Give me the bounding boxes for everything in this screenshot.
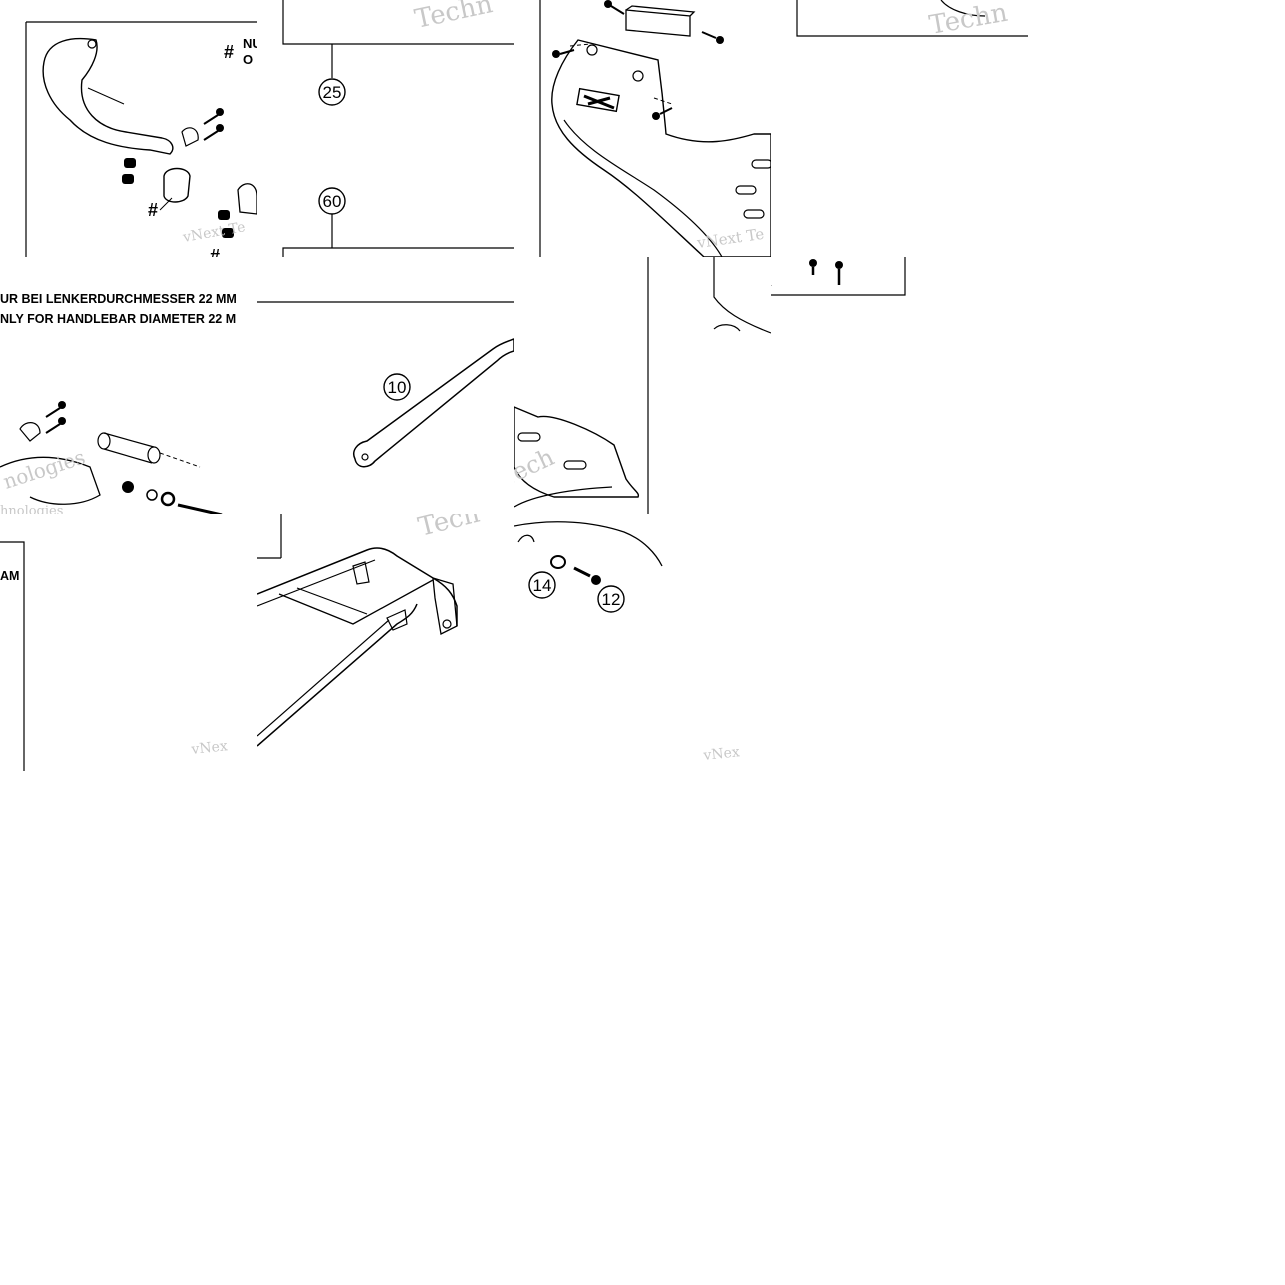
diagram-tile-fender-rear: Tech (771, 257, 1028, 514)
rack-plate-drawing: Tech (514, 257, 771, 514)
svg-text:12: 12 (602, 590, 621, 609)
hash-marker: # (148, 200, 158, 220)
handlebar-clamp (163, 167, 191, 203)
note-fragment-de: NU (243, 36, 257, 51)
bolt-icon (809, 259, 843, 285)
fender-drawing: vNext Te (539, 0, 771, 257)
fender-panel (551, 39, 771, 257)
watermark-text: hnologies (0, 504, 63, 514)
nut-icon (122, 158, 234, 238)
corner-drawing: Techn (796, 0, 1028, 41)
diagram-tile-lower-left: AM vNex (0, 514, 257, 771)
watermark-text: Tech (415, 514, 483, 543)
mount-bracket (625, 5, 696, 37)
bar-end-tube (97, 432, 161, 464)
watermark-text: Techn (412, 0, 496, 35)
vent-slot (735, 159, 771, 219)
watermark-text: Tech (514, 443, 558, 493)
logo-decal (576, 87, 620, 113)
hash-marker: # (224, 42, 234, 62)
bolt-icon (45, 401, 66, 434)
watermark-text: vNex (702, 744, 741, 764)
watermark-text: nologies (0, 445, 88, 494)
rack-drawing: Tech (257, 514, 483, 747)
diagram-tile-fasteners: 14 12 vNex (514, 514, 771, 771)
note-fragment-am: AM (0, 569, 19, 583)
diagram-tile-rack-bar: 10 (257, 257, 514, 514)
handguard-shell (42, 37, 174, 155)
fender-rear-drawing: Tech (771, 257, 906, 296)
watermark-text: Techn (927, 0, 1010, 41)
diagram-tile-handlebar: UR BEI LENKERDURCHMESSER 22 MM NLY FOR H… (0, 257, 257, 514)
bolt-icon (203, 108, 224, 141)
handlebar-note-de: UR BEI LENKERDURCHMESSER 22 MM (0, 292, 237, 306)
svg-text:60: 60 (323, 192, 342, 211)
diagram-tile-rack: Tech (257, 514, 514, 771)
callout-60: 60 (318, 187, 346, 215)
diagram-tile-rack-plate: Tech (514, 257, 771, 514)
handlebar-note-en: NLY FOR HANDLEBAR DIAMETER 22 M (0, 312, 236, 326)
rack-bar (353, 338, 514, 468)
diagram-tile-callouts: 25 60 Techn (257, 0, 514, 257)
lower-left-drawing: AM vNex (0, 541, 229, 771)
note-fragment-en: O (243, 52, 253, 67)
callout-25: 25 (318, 78, 346, 106)
svg-text:25: 25 (323, 83, 342, 102)
luggage-rack (257, 547, 458, 747)
callout-14: 14 (528, 571, 556, 599)
bolt-icon (573, 566, 601, 585)
svg-text:14: 14 (533, 576, 552, 595)
handlebar-drawing: UR BEI LENKERDURCHMESSER 22 MM NLY FOR H… (0, 292, 237, 514)
rack-bar-drawing: 10 (257, 301, 514, 468)
handguard-drawing: # NU O # # vNext Te (25, 21, 257, 257)
vent-slot (517, 432, 587, 470)
watermark-text: vNext Te (181, 219, 247, 246)
hash-marker: # (210, 246, 220, 257)
callout-10: 10 (383, 373, 411, 401)
diagram-tile-handguard: # NU O # # vNext Te (0, 0, 257, 257)
callout-12: 12 (597, 585, 625, 613)
rack-plate (514, 406, 640, 498)
washer-icon (550, 555, 566, 569)
diagram-tile-corner: Techn (771, 0, 1028, 257)
callout-drawing: 25 60 Techn (282, 0, 514, 257)
bolt-icon (552, 0, 724, 120)
watermark-text: vNext Te (695, 225, 765, 252)
diagram-tile-fender: vNext Te (514, 0, 771, 257)
fasteners-drawing: 14 12 vNex (514, 521, 741, 764)
watermark-text: vNex (190, 738, 229, 758)
svg-text:10: 10 (388, 378, 407, 397)
